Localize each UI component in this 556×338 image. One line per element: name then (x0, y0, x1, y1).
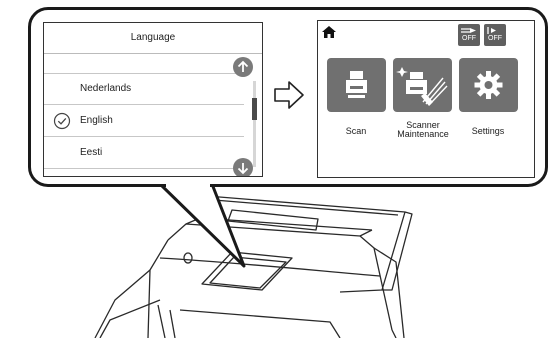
home-screen: OFF OFF Scan Scanner Maintenance (317, 20, 535, 178)
check-circle-icon (53, 112, 71, 130)
skip-blank-off-label: OFF (488, 35, 502, 42)
callout-seam (166, 183, 210, 187)
skip-blank-off-icon (487, 27, 496, 34)
language-title: Language (44, 23, 262, 54)
scanner-maintenance-icon (396, 67, 448, 106)
right-arrow-icon (274, 81, 304, 109)
auto-feed-off-button[interactable]: OFF (458, 24, 480, 46)
scrollbar-thumb[interactable] (252, 98, 257, 120)
language-item-label: English (80, 115, 113, 126)
language-item-english[interactable]: English (44, 105, 244, 137)
language-item-label: Eesti (80, 147, 103, 158)
language-item-eesti[interactable]: Eesti (44, 137, 244, 169)
auto-feed-off-label: OFF (462, 35, 476, 42)
settings-label: Settings (471, 126, 505, 136)
scanner-maintenance-button[interactable] (393, 58, 452, 112)
language-item-label: Nederlands (80, 83, 132, 94)
scroll-up-button[interactable] (233, 57, 253, 77)
gear-icon (474, 71, 503, 99)
scrollbar-track[interactable] (253, 81, 256, 167)
scanner-maintenance-label: Scanner Maintenance (397, 120, 449, 139)
scan-icon (346, 71, 367, 98)
home-icon[interactable] (321, 25, 337, 39)
scroll-down-button[interactable] (233, 158, 253, 176)
auto-feed-off-icon (461, 28, 476, 33)
arrow-up-icon (237, 60, 249, 72)
scan-label: Scan (345, 126, 367, 136)
scan-button[interactable] (327, 58, 386, 112)
language-screen: Language Nederlands English Eesti (43, 22, 263, 177)
settings-button[interactable] (459, 58, 518, 112)
list-divider (44, 73, 244, 74)
arrow-down-icon (237, 163, 249, 175)
skip-blank-off-button[interactable]: OFF (484, 24, 506, 46)
language-item-nederlands[interactable]: Nederlands (44, 73, 244, 105)
